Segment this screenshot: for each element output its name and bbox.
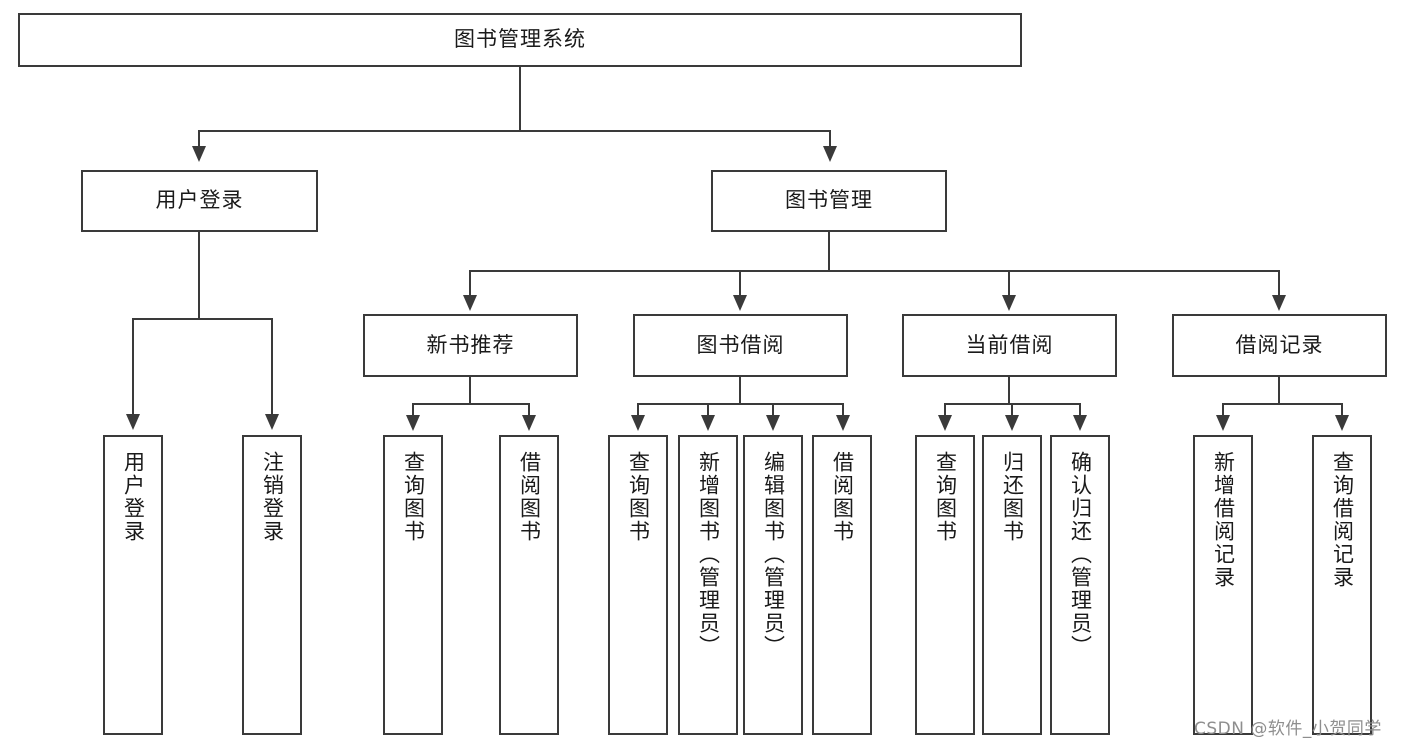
connector-book-borrow-bus bbox=[637, 403, 844, 405]
arrow-bm-to-new-book bbox=[463, 295, 477, 311]
node-user-login-label: 用户登录 bbox=[155, 188, 244, 213]
leaf-borrow-book-2[interactable]: 借阅图书 bbox=[812, 435, 872, 735]
leaf-query-book-2-label: 查询图书 bbox=[626, 451, 651, 543]
connector-bb-to-leaf-2 bbox=[707, 403, 709, 417]
connector-root-to-user-login bbox=[198, 130, 200, 148]
leaf-query-book-3-label: 查询图书 bbox=[933, 451, 958, 543]
arrow-bb-to-leaf-2 bbox=[701, 415, 715, 431]
leaf-confirm-return[interactable]: 确认归还（管理员） bbox=[1050, 435, 1110, 735]
arrow-br-to-leaf-1 bbox=[1216, 415, 1230, 431]
node-book-borrow-label: 图书借阅 bbox=[696, 332, 785, 357]
node-current-borrow-label: 当前借阅 bbox=[965, 332, 1054, 357]
leaf-confirm-return-label: 确认归还（管理员） bbox=[1068, 451, 1093, 658]
connector-book-management-stem bbox=[828, 232, 830, 272]
arrow-user-login-to-leaf-1 bbox=[126, 414, 140, 430]
leaf-borrow-book-1-label: 借阅图书 bbox=[517, 451, 542, 543]
leaf-return-book[interactable]: 归还图书 bbox=[982, 435, 1042, 735]
connector-user-login-stem bbox=[198, 232, 200, 320]
leaf-logout[interactable]: 注销登录 bbox=[242, 435, 302, 735]
arrow-new-book-to-leaf-2 bbox=[522, 415, 536, 431]
connector-bb-to-leaf-1 bbox=[637, 403, 639, 417]
node-user-login[interactable]: 用户登录 bbox=[81, 170, 318, 232]
node-book-management[interactable]: 图书管理 bbox=[711, 170, 947, 232]
connector-bm-to-new-book bbox=[469, 270, 471, 297]
connector-cb-to-leaf-3 bbox=[1079, 403, 1081, 417]
leaf-query-book-3[interactable]: 查询图书 bbox=[915, 435, 975, 735]
leaf-query-record[interactable]: 查询借阅记录 bbox=[1312, 435, 1372, 735]
node-root-label: 图书管理系统 bbox=[454, 27, 586, 52]
leaf-add-record[interactable]: 新增借阅记录 bbox=[1193, 435, 1253, 735]
leaf-query-book-2[interactable]: 查询图书 bbox=[608, 435, 668, 735]
arrow-bm-to-borrow-record bbox=[1272, 295, 1286, 311]
node-borrow-record-label: 借阅记录 bbox=[1235, 332, 1324, 357]
leaf-edit-book-label: 编辑图书（管理员） bbox=[761, 451, 786, 658]
connector-new-book-bus bbox=[412, 403, 529, 405]
connector-user-login-bus bbox=[132, 318, 272, 320]
node-book-management-label: 图书管理 bbox=[785, 188, 873, 213]
arrow-root-to-user-login bbox=[192, 146, 206, 162]
leaf-borrow-book-1[interactable]: 借阅图书 bbox=[499, 435, 559, 735]
leaf-edit-book[interactable]: 编辑图书（管理员） bbox=[743, 435, 803, 735]
connector-new-book-stem bbox=[469, 377, 471, 405]
leaf-return-book-label: 归还图书 bbox=[1000, 451, 1025, 543]
leaf-query-book-1-label: 查询图书 bbox=[401, 451, 426, 543]
csdn-watermark: CSDN @软件_小贺同学 bbox=[1194, 719, 1382, 739]
leaf-query-record-label: 查询借阅记录 bbox=[1330, 451, 1355, 589]
connector-bb-to-leaf-3 bbox=[772, 403, 774, 417]
leaf-logout-label: 注销登录 bbox=[260, 451, 285, 543]
connector-borrow-record-stem bbox=[1278, 377, 1280, 405]
connector-cb-to-leaf-1 bbox=[944, 403, 946, 417]
connector-bm-to-borrow-record bbox=[1278, 270, 1280, 297]
arrow-new-book-to-leaf-1 bbox=[406, 415, 420, 431]
arrow-bb-to-leaf-4 bbox=[836, 415, 850, 431]
connector-root-to-book-management bbox=[829, 130, 831, 148]
leaf-user-login[interactable]: 用户登录 bbox=[103, 435, 163, 735]
arrow-bb-to-leaf-1 bbox=[631, 415, 645, 431]
connector-bm-to-book-borrow bbox=[739, 270, 741, 297]
connector-new-book-to-leaf-2 bbox=[528, 403, 530, 417]
connector-book-borrow-stem bbox=[739, 377, 741, 405]
connector-user-login-to-leaf-1 bbox=[132, 318, 134, 416]
connector-br-to-leaf-2 bbox=[1341, 403, 1343, 417]
arrow-bm-to-current-borrow bbox=[1002, 295, 1016, 311]
leaf-add-book[interactable]: 新增图书（管理员） bbox=[678, 435, 738, 735]
node-root-library-management-system[interactable]: 图书管理系统 bbox=[18, 13, 1022, 67]
connector-borrow-record-bus bbox=[1222, 403, 1342, 405]
node-new-book-recommend-label: 新书推荐 bbox=[426, 332, 515, 357]
connector-new-book-to-leaf-1 bbox=[412, 403, 414, 417]
connector-current-borrow-stem bbox=[1008, 377, 1010, 405]
connector-bb-to-leaf-4 bbox=[842, 403, 844, 417]
node-current-borrow[interactable]: 当前借阅 bbox=[902, 314, 1117, 377]
leaf-add-record-label: 新增借阅记录 bbox=[1211, 451, 1236, 589]
node-borrow-record[interactable]: 借阅记录 bbox=[1172, 314, 1387, 377]
arrow-bm-to-book-borrow bbox=[733, 295, 747, 311]
leaf-add-book-label: 新增图书（管理员） bbox=[696, 451, 721, 658]
connector-root-stem bbox=[519, 67, 521, 130]
arrow-cb-to-leaf-1 bbox=[938, 415, 952, 431]
node-book-borrow[interactable]: 图书借阅 bbox=[633, 314, 848, 377]
connector-cb-to-leaf-2 bbox=[1011, 403, 1013, 417]
node-new-book-recommend[interactable]: 新书推荐 bbox=[363, 314, 578, 377]
arrow-bb-to-leaf-3 bbox=[766, 415, 780, 431]
connector-book-management-bus bbox=[469, 270, 1280, 272]
connector-br-to-leaf-1 bbox=[1222, 403, 1224, 417]
connector-root-bus bbox=[198, 130, 831, 132]
arrow-cb-to-leaf-2 bbox=[1005, 415, 1019, 431]
leaf-user-login-label: 用户登录 bbox=[121, 451, 146, 543]
connector-bm-to-current-borrow bbox=[1008, 270, 1010, 297]
arrow-user-login-to-leaf-2 bbox=[265, 414, 279, 430]
arrow-cb-to-leaf-3 bbox=[1073, 415, 1087, 431]
arrow-br-to-leaf-2 bbox=[1335, 415, 1349, 431]
connector-user-login-to-leaf-2 bbox=[271, 318, 273, 416]
arrow-root-to-book-management bbox=[823, 146, 837, 162]
leaf-query-book-1[interactable]: 查询图书 bbox=[383, 435, 443, 735]
leaf-borrow-book-2-label: 借阅图书 bbox=[830, 451, 855, 543]
